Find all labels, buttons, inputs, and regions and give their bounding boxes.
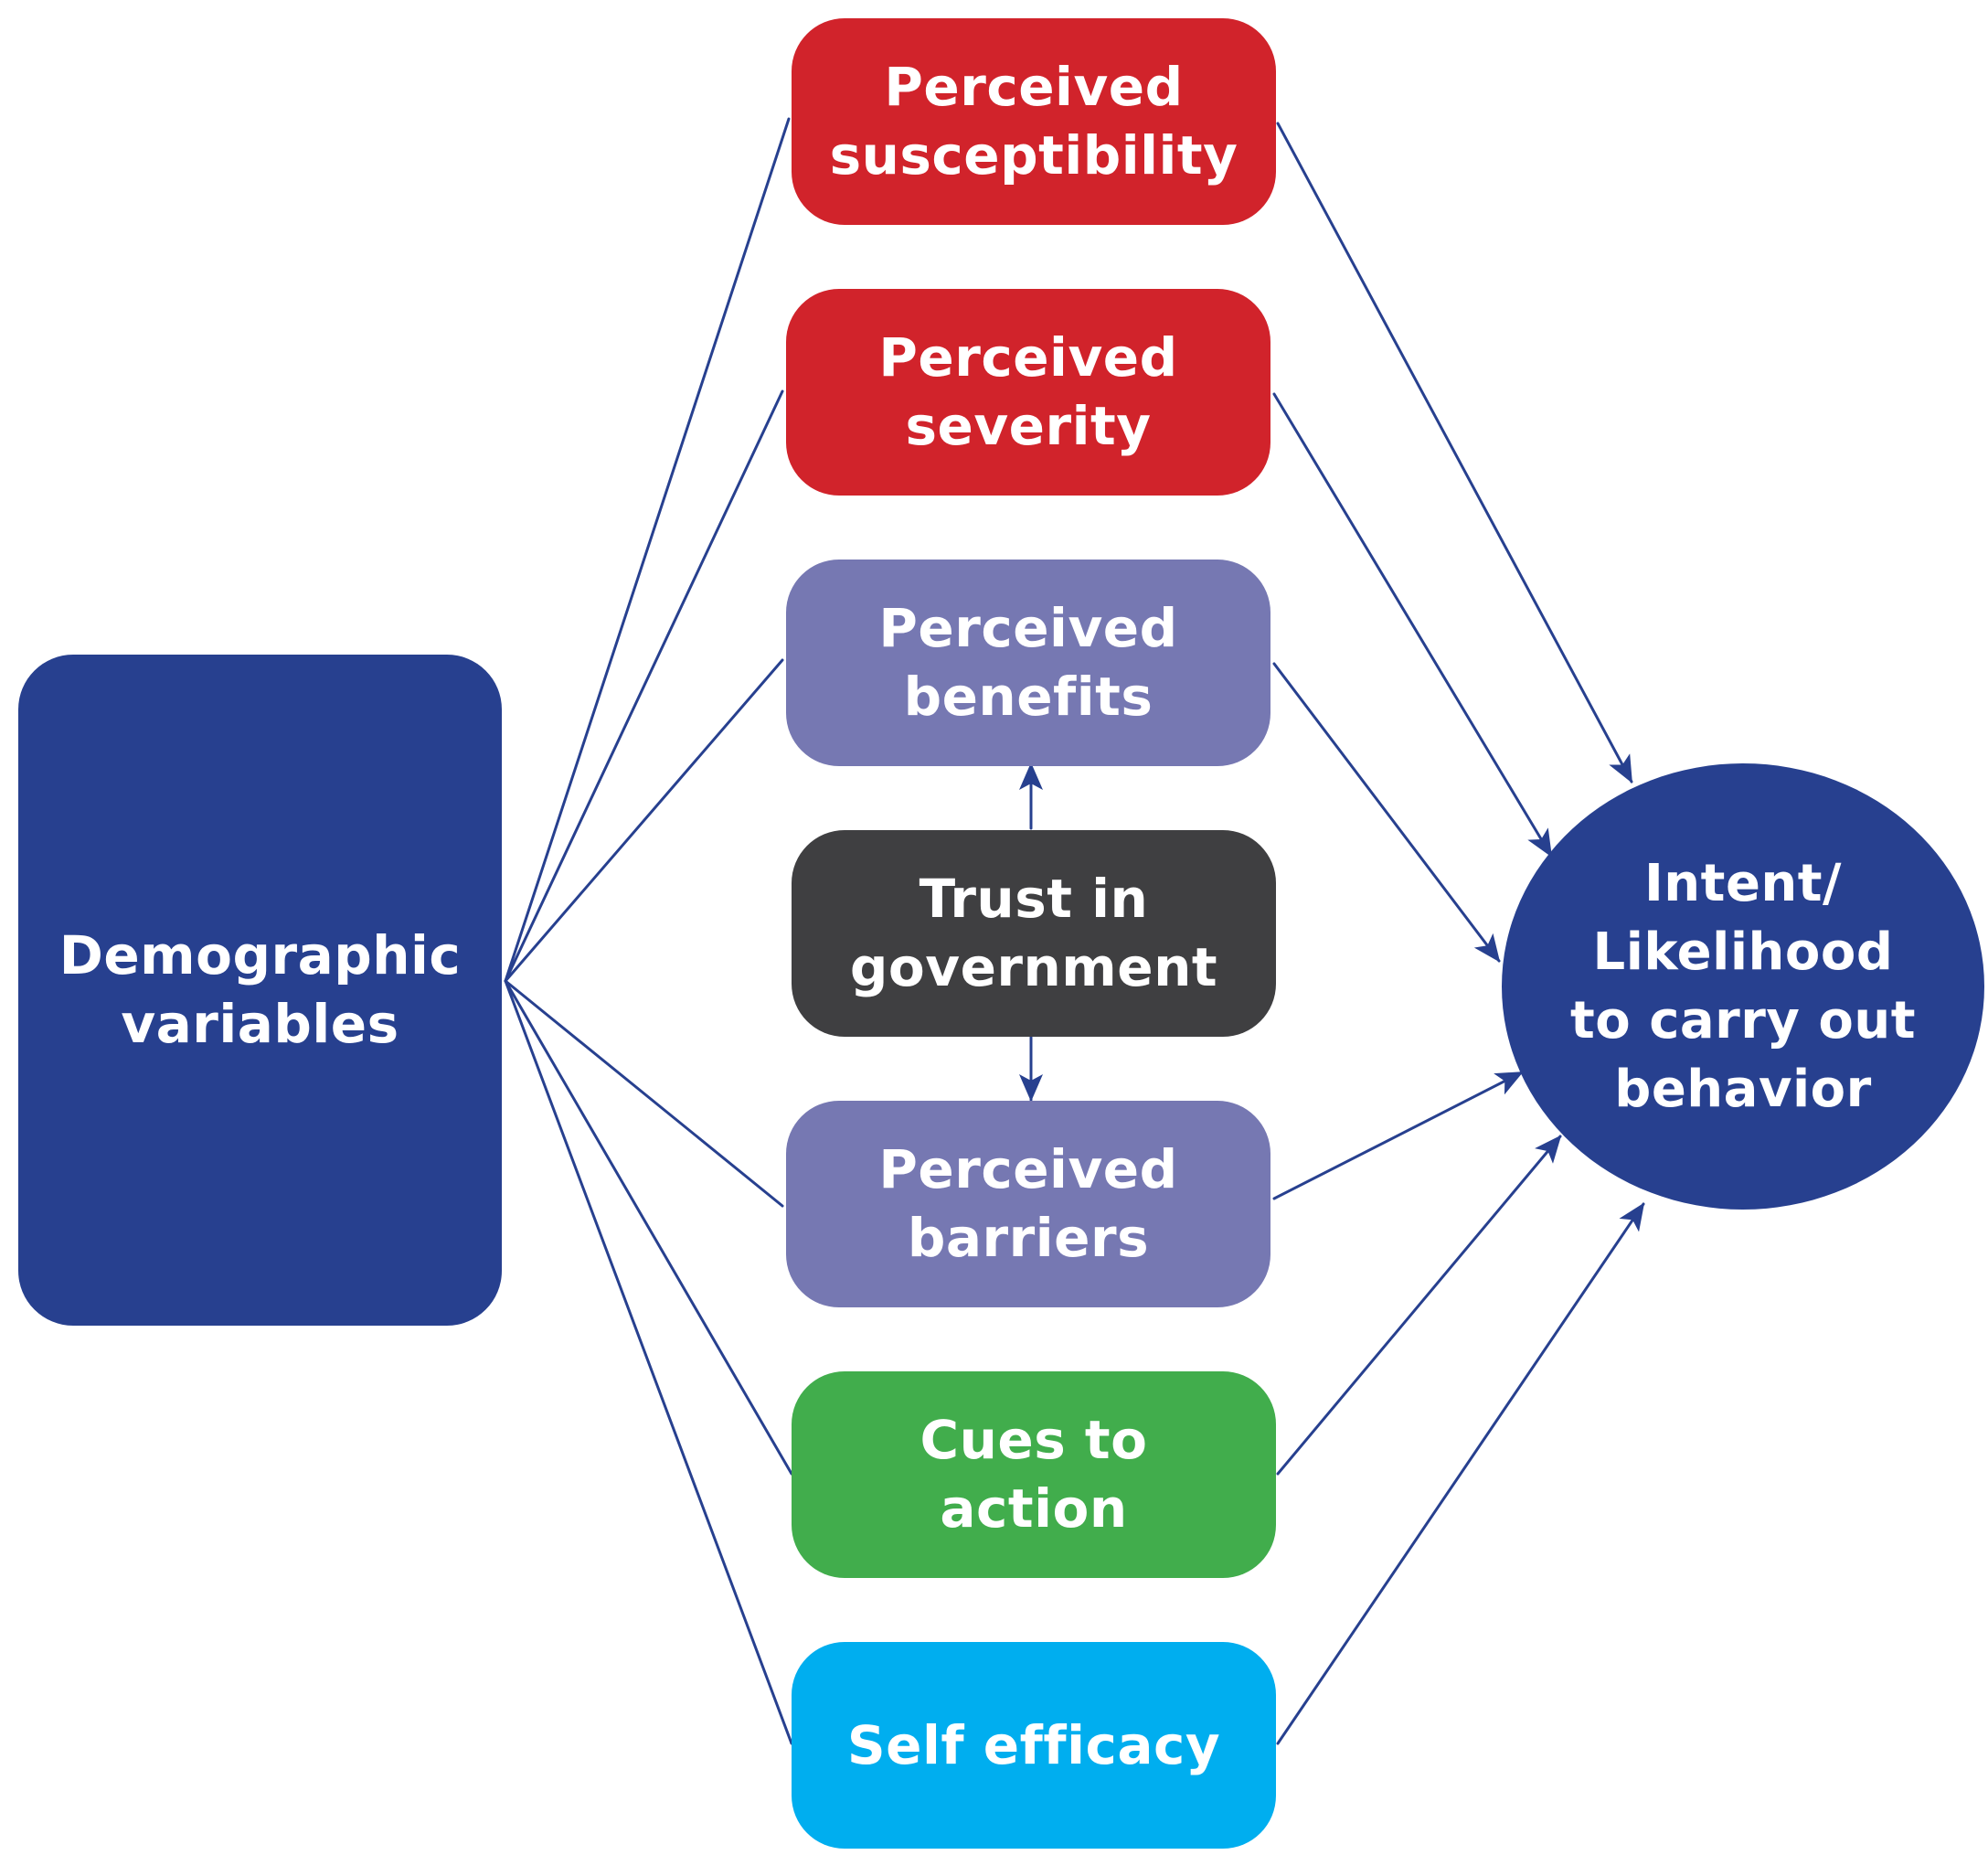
node-label-line: government bbox=[849, 936, 1218, 998]
node-label-line: Perceived bbox=[878, 1138, 1178, 1200]
node-label-line: susceptibility bbox=[829, 124, 1239, 187]
intent-likelihood-node: Intent/Likelihood to carry out behavior bbox=[1502, 763, 1984, 1210]
demographic-variables-node: Demographic variables bbox=[18, 655, 502, 1326]
edge-susceptibility-to-intent bbox=[1276, 122, 1633, 784]
edge-self-efficacy-to-intent bbox=[1276, 1202, 1645, 1745]
edge-cues-to-intent bbox=[1276, 1135, 1562, 1476]
edge-severity-to-intent bbox=[1272, 392, 1553, 858]
edge-demographic-to-benefits bbox=[504, 658, 784, 983]
edge-benefits-to-intent bbox=[1272, 662, 1501, 963]
edge-demographic-to-barriers bbox=[504, 979, 784, 1208]
node-label-line: Self efficacy bbox=[846, 1713, 1221, 1776]
node-label-line: Perceived bbox=[884, 56, 1184, 118]
edge-demographic-to-severity bbox=[504, 389, 784, 983]
node-label-line: to carry out bbox=[1569, 991, 1917, 1050]
edge-demographic-to-susceptibility bbox=[504, 117, 791, 983]
node-label-line: severity bbox=[905, 395, 1152, 457]
node-label-line: Perceived bbox=[878, 326, 1178, 389]
edge-demographic-to-cues bbox=[504, 979, 793, 1476]
node-label-line: barriers bbox=[907, 1207, 1150, 1269]
node-label-line: Demographic bbox=[58, 924, 462, 986]
node-label-line: Likelihood bbox=[1592, 922, 1894, 982]
edge-demographic-to-self-efficacy bbox=[504, 979, 793, 1745]
perceived-barriers-node: Perceived barriers bbox=[786, 1101, 1270, 1307]
node-label-line: behavior bbox=[1614, 1060, 1872, 1119]
perceived-benefits-node: Perceived benefits bbox=[786, 560, 1270, 766]
node-label-line: action bbox=[940, 1477, 1128, 1540]
edge-barriers-to-intent bbox=[1272, 1071, 1524, 1200]
node-label-line: Trust in bbox=[919, 868, 1149, 930]
self-efficacy-node: Self efficacy bbox=[792, 1642, 1276, 1849]
node-label-line: variables bbox=[121, 993, 399, 1055]
node-label-line: Perceived bbox=[878, 597, 1178, 659]
node-label-line: benefits bbox=[903, 666, 1153, 728]
node-label-line: Intent/ bbox=[1643, 854, 1843, 913]
node-label-line: Cues to bbox=[920, 1409, 1148, 1471]
